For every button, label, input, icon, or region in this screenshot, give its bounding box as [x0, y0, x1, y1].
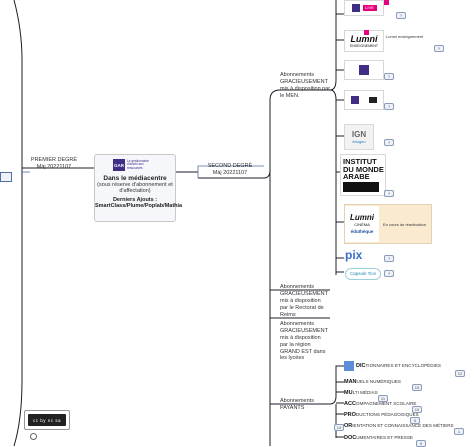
dictionary-icon	[344, 361, 354, 371]
note-badge[interactable]: ?	[384, 73, 394, 80]
ima-line-3: ARABE	[343, 172, 370, 182]
logo-tile-4[interactable]	[344, 90, 384, 110]
lumni-wordmark: Lumni	[350, 34, 378, 44]
note-badge[interactable]: ?	[434, 45, 444, 52]
note-badge[interactable]: 11	[378, 395, 388, 402]
ign-sub: édugéo	[352, 139, 366, 144]
category-rest: UELS NUMÉRIQUES	[356, 379, 401, 384]
central-subtitle: (sous réserve d'abonnement et d'affectat…	[97, 182, 173, 194]
category-rest: IENTATION ET CONNAISSANCE DES MÉTIERS	[352, 423, 454, 428]
lumni-enseignement-logo[interactable]: Lumni ENSEIGNEMENT	[344, 30, 384, 52]
category-multimedias[interactable]: MULTI MÉDIAS	[344, 390, 378, 396]
ima-arabic-glyph	[343, 181, 379, 192]
gar-logo: GAR	[113, 159, 125, 171]
cc-license-label: cc by nc sa	[28, 414, 66, 426]
category-documentaires[interactable]: DOCUMENTAIRES ET PRESSE	[344, 435, 413, 441]
pix-logo[interactable]: pix	[345, 248, 363, 262]
latest-additions-items: SmartClass/Plume/Poplab/Mathia	[95, 203, 183, 209]
second-degre-node[interactable]: SECOND DEGRÉ Màj 20221107	[200, 163, 260, 176]
note-badge[interactable]: 15	[412, 384, 422, 391]
category-accompagnement[interactable]: ACCOMPAGNEMENT SCOLAIRE	[344, 401, 417, 407]
category-productions[interactable]: PRODUCTIONS PÉDAGOGIQUES	[344, 412, 419, 418]
lumni-cinema-sub: CINÉMA	[354, 222, 370, 227]
category-prefix: ACC	[344, 401, 356, 407]
lumni-cinema-wordmark: Lumni	[350, 213, 374, 222]
second-degre-date: Màj 20221107	[212, 169, 248, 176]
note-badge[interactable]: 14	[334, 424, 344, 431]
category-rest: LTI MÉDIAS	[352, 390, 378, 395]
lumni-cinema-logo[interactable]: Lumni CINÉMA éduthèque En cours de réact…	[344, 204, 432, 244]
capsule-tice-logo[interactable]: Capsule Tice	[345, 268, 381, 280]
premier-degre-date: Màj 20221107	[36, 163, 72, 170]
ima-line-1: INSTITUT	[343, 157, 377, 167]
category-rest: UMENTAIRES ET PRESSE	[356, 435, 413, 440]
note-badge[interactable]: ?	[384, 103, 394, 110]
premier-degre-label: PREMIER DEGRÉ	[30, 157, 78, 163]
creative-commons-license[interactable]: cc by nc sa	[24, 410, 70, 430]
note-badge[interactable]: ?	[384, 190, 394, 197]
note-badge[interactable]: 10	[412, 406, 422, 413]
lumni-enseignement-text: Lumni enseignement	[386, 34, 424, 39]
left-edge-node	[0, 172, 12, 182]
category-rest: OMPAGNEMENT SCOLAIRE	[355, 401, 417, 406]
cinema-status-note: En cours de réactivation	[383, 221, 426, 227]
premier-degre-node[interactable]: PREMIER DEGRÉ Màj 20221107	[30, 157, 78, 170]
category-prefix: MAN	[344, 379, 357, 385]
lumni-tagline: ENSEIGNEMENT	[349, 44, 378, 48]
ima-line-2: DU MONDE	[343, 164, 384, 174]
note-badge[interactable]: ?	[384, 139, 394, 146]
ign-edugeo-logo[interactable]: IGN édugéo	[344, 124, 374, 150]
category-prefix: MU	[344, 390, 353, 396]
category-orientation[interactable]: ORIENTATION ET CONNAISSANCE DES MÉTIERS	[344, 423, 454, 429]
latest-additions-label: Derniers Ajouts :	[112, 197, 158, 203]
cc-small-icon	[30, 433, 37, 440]
category-prefix: DIC	[356, 363, 366, 369]
note-badge[interactable]: 5	[410, 417, 420, 424]
men-subscriptions-node[interactable]: Abonnements GRACIEUSEMENT mis à disposit…	[280, 72, 331, 99]
logo-tile-1[interactable]: LIVE	[344, 0, 384, 16]
second-degre-label: SECOND DEGRÉ	[207, 163, 253, 169]
note-badge[interactable]: ?	[396, 12, 406, 19]
central-node[interactable]: GAR Le gestionnaire d'accès aux ressourc…	[94, 154, 183, 222]
gar-tagline: Le gestionnaire d'accès aux ressources	[127, 158, 149, 170]
rectorat-subscriptions-node[interactable]: Abonnements GRACIEUSEMENT mis à disposit…	[280, 284, 328, 318]
pink-marker	[384, 0, 389, 5]
edutheque-wordmark: éduthèque	[350, 229, 374, 234]
ign-wordmark: IGN	[351, 130, 367, 139]
central-title: Dans le médiacentre	[103, 175, 167, 182]
note-badge[interactable]: ?	[384, 270, 394, 277]
category-prefix: OR	[344, 423, 353, 429]
note-badge[interactable]: 1	[454, 428, 464, 435]
note-badge[interactable]: ?	[384, 255, 394, 262]
paid-subscriptions-node[interactable]: Abonnements PAYANTS	[280, 398, 314, 411]
category-dictionnaires[interactable]: DICTIONNAIRES ET ENCYCLOPÉDIES	[356, 363, 441, 369]
region-subscriptions-node[interactable]: Abonnements GRACIEUSEMENT mis à disposit…	[280, 321, 328, 362]
institut-monde-arabe-logo[interactable]: INSTITUT DU MONDE ARABE	[340, 154, 386, 196]
category-rest: DUCTIONS PÉDAGOGIQUES	[355, 412, 419, 417]
note-badge[interactable]: 12	[455, 370, 465, 377]
pink-marker	[364, 30, 369, 35]
category-manuels[interactable]: MANUELS NUMÉRIQUES	[344, 379, 401, 385]
category-prefix: DOC	[344, 435, 357, 441]
category-prefix: PRO	[344, 412, 356, 418]
logo-tile-3[interactable]	[344, 60, 384, 80]
category-rest: TIONNAIRES ET ENCYCLOPÉDIES	[365, 363, 441, 368]
